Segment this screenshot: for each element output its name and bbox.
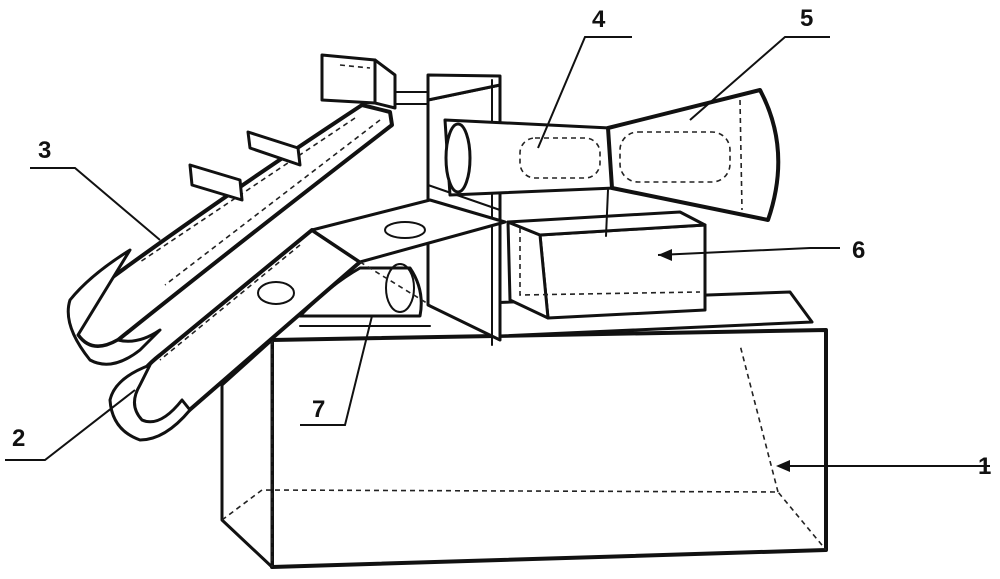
label-7: 7	[312, 396, 325, 423]
label-4: 4	[592, 6, 606, 33]
base-box	[222, 330, 826, 567]
label-2: 2	[12, 425, 25, 452]
label-5: 5	[800, 5, 813, 32]
leader-3	[30, 168, 160, 240]
label-3: 3	[38, 137, 51, 164]
label-6: 6	[852, 237, 865, 264]
label-1: 1	[978, 453, 991, 480]
